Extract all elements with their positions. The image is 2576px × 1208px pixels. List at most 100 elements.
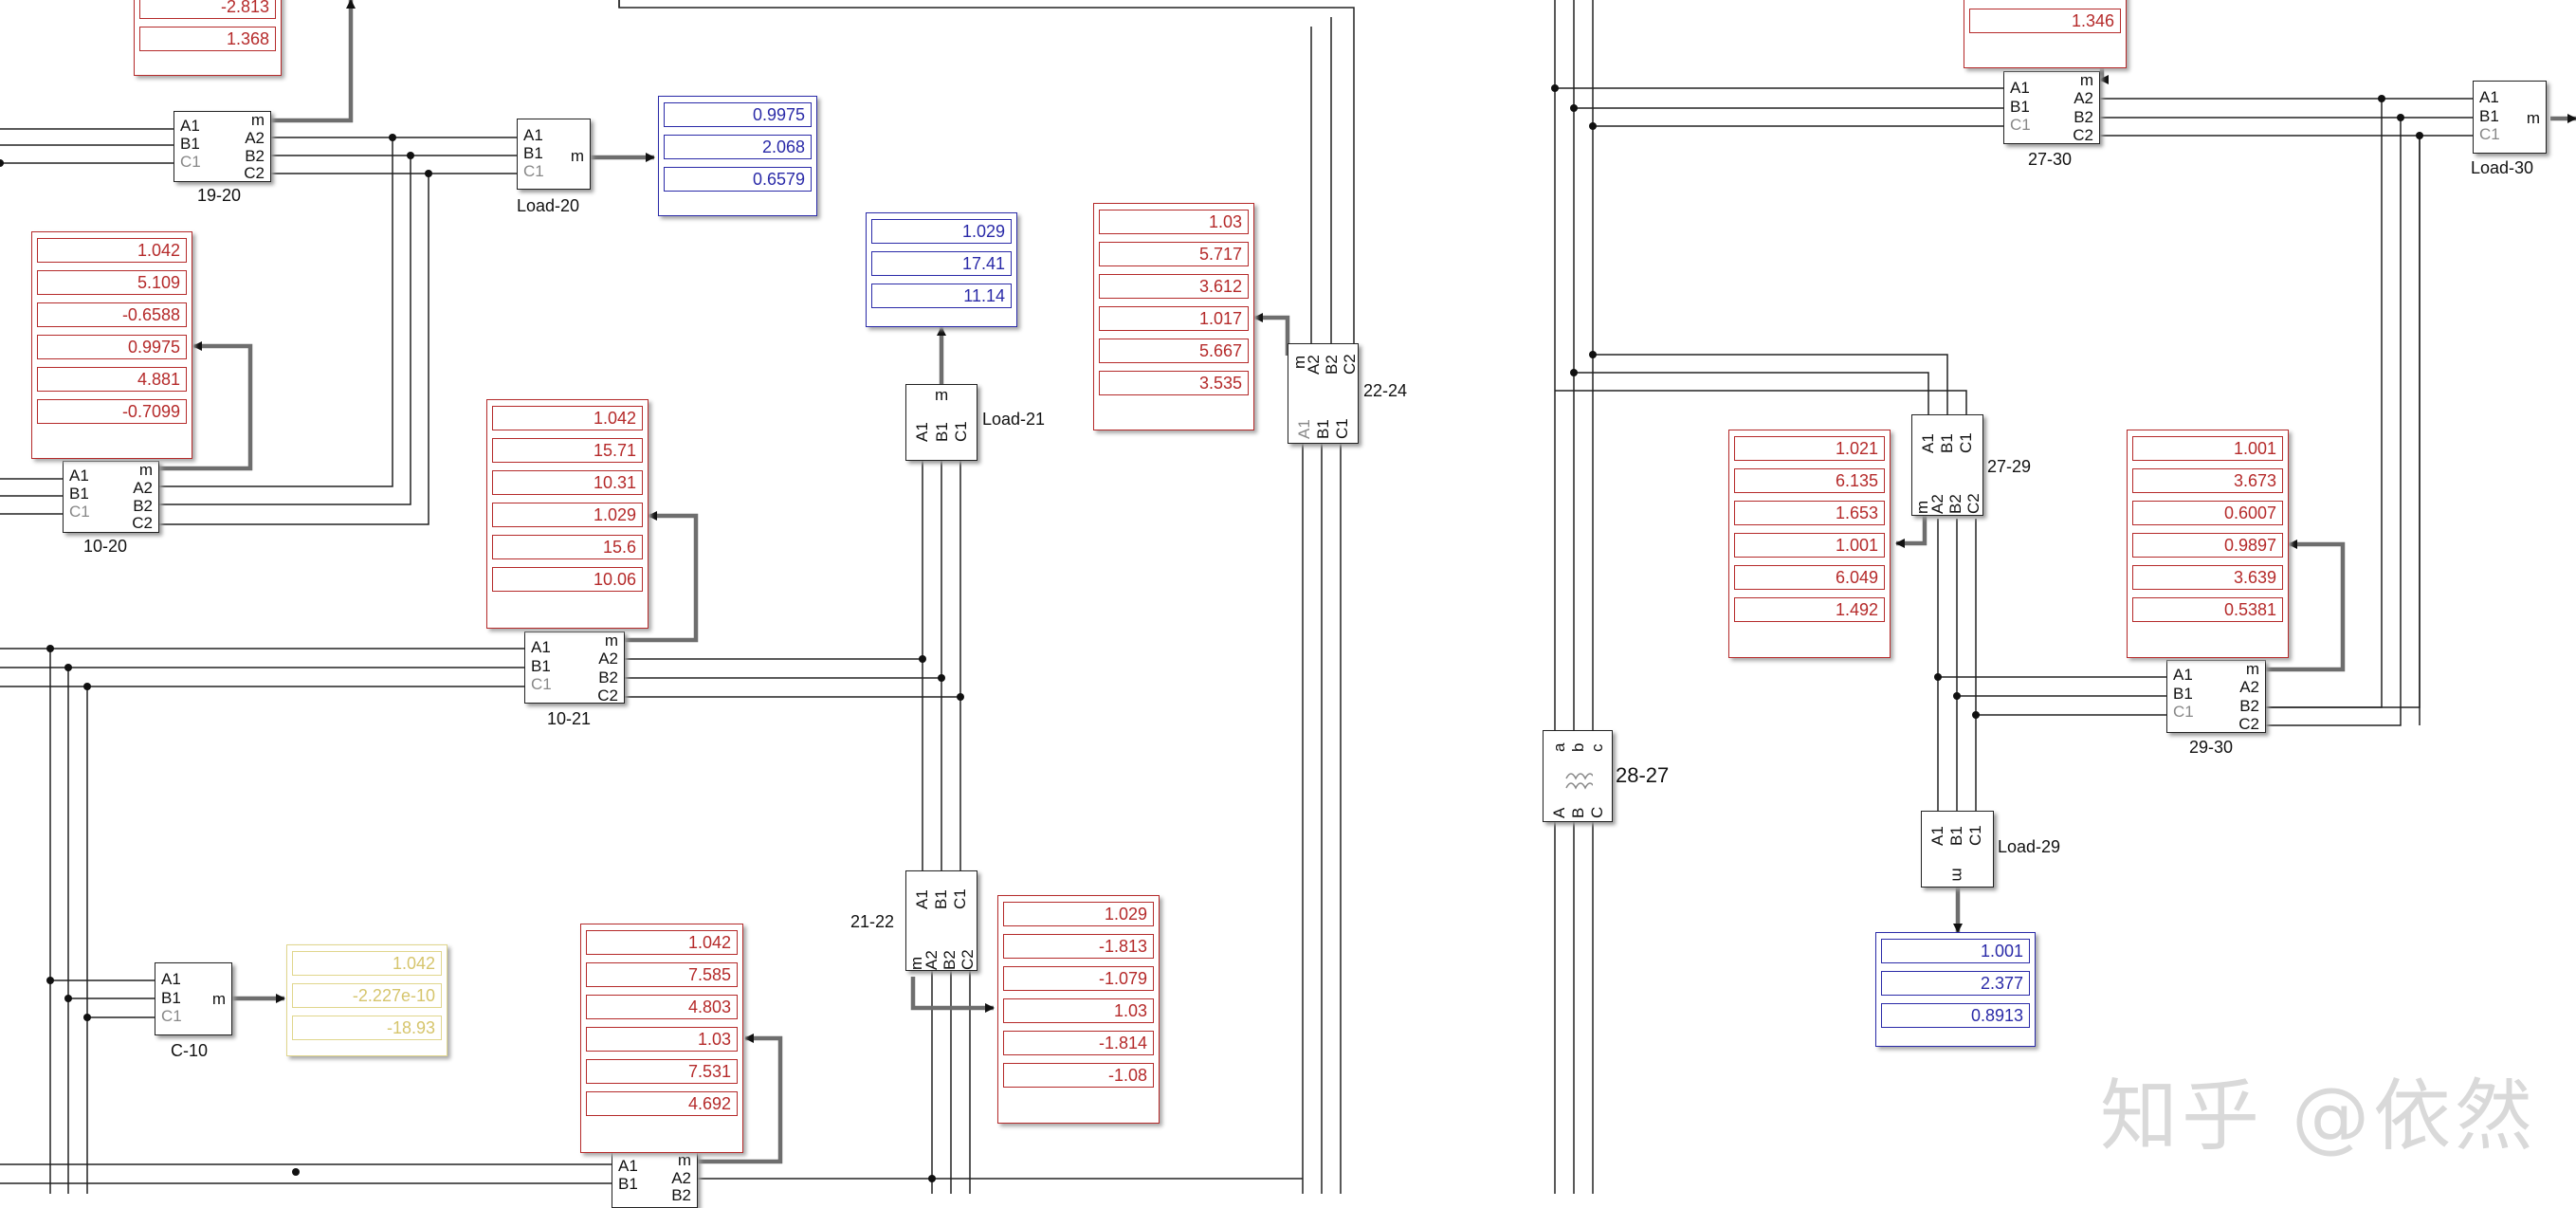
display-value: 2.377 [1881,971,2030,996]
port-b1-label: B1 [2173,685,2193,703]
port-c1-label: C1 [523,162,544,180]
port-b1-label: B1 [618,1175,638,1193]
breaker-block-22-24[interactable]: m A2 B2 C2 A1 B1 C1 [1288,343,1359,444]
port-c1-label: C1 [2173,703,2194,721]
port-c1-label: C1 [1957,432,1975,453]
port-b1-label: B1 [932,889,950,909]
display-value: 7.531 [586,1059,738,1084]
port-c2-label: C2 [132,514,153,532]
port-a2-label: A2 [245,129,265,147]
block-label-load-29: Load-29 [1998,837,2061,856]
port-b2-label: B2 [1946,494,1964,514]
display-bottom: 1.042 7.585 4.803 1.03 7.531 4.692 [580,924,743,1153]
port-c1-label: C1 [69,503,90,521]
load-block-20[interactable]: A1 B1 C1 m [517,119,591,190]
display-value: 5.717 [1099,242,1249,266]
display-value: -0.6588 [37,302,187,327]
display-value: 3.673 [2132,468,2283,493]
display-value: 1.492 [1734,597,1885,622]
display-value: 0.9975 [37,335,187,359]
block-label-29-30: 29-30 [2189,738,2234,757]
display-value: 0.6579 [664,167,812,192]
load-block-29[interactable]: A1 B1 C1 m [1921,811,1994,888]
display-value: -1.814 [1003,1031,1154,1055]
display-value: 4.881 [37,367,187,392]
port-a1-label: A1 [913,422,931,442]
block-label-28-27: 28-27 [1616,763,1670,787]
display-10-21: 1.042 15.71 10.31 1.029 15.6 10.06 [486,399,649,629]
display-21-22: 1.029 -1.813 -1.079 1.03 -1.814 -1.08 [997,895,1160,1124]
display-value: -18.93 [292,1016,442,1040]
capacitor-block-c-10[interactable]: A1 B1 C1 m [155,962,232,1035]
block-label-10-21: 10-21 [547,709,592,728]
display-value: 1.029 [1003,902,1154,926]
display-10-20: 1.042 5.109 -0.6588 0.9975 4.881 -0.7099 [31,231,192,459]
port-m-label: m [2079,71,2093,89]
display-value: 5.667 [1099,339,1249,363]
block-label-27-30: 27-30 [2028,150,2073,169]
port-c2-label: C2 [2238,715,2259,733]
load-block-30[interactable]: A1 B1 C1 m [2473,81,2547,154]
display-value: 0.9975 [664,102,812,127]
port-c1-label: C1 [951,888,969,909]
display-value: -1.813 [1003,934,1154,959]
breaker-block-21-22[interactable]: A1 B1 C1 m A2 B2 C2 [905,870,977,971]
display-value: 1.042 [586,930,738,955]
port-a1-label: A1 [2010,79,2030,97]
breaker-block-19-20[interactable]: A1 B1 C1 m A2 B2 C2 [174,111,271,182]
port-m-label: m [935,386,949,404]
display-value: 1.03 [586,1027,738,1052]
display-value: 1.368 [139,27,276,51]
block-label-19-20: 19-20 [197,186,242,205]
display-27-30: 1.346 [1964,0,2127,68]
display-value: 1.042 [37,238,187,263]
port-b2-label: B2 [2239,697,2259,715]
port-b-lower-label: b [1569,742,1587,752]
display-22-24: 1.03 5.717 3.612 1.017 5.667 3.535 [1093,203,1254,430]
display-value: -2.227e-10 [292,983,442,1008]
port-a1-label: A1 [161,970,181,988]
transformer-block-28-27[interactable]: A B C a b c [1543,730,1613,822]
port-b1-label: B1 [523,144,543,162]
port-b2-label: B2 [133,497,153,515]
port-c1-label: C1 [1333,418,1351,439]
port-c2-label: C2 [1341,354,1359,375]
display-value: 1.346 [1969,9,2121,33]
port-b1-label: B1 [180,135,200,153]
breaker-block-27-30[interactable]: A1 B1 C1 m A2 B2 C2 [2003,71,2100,144]
display-value: 3.612 [1099,274,1249,299]
display-value: 4.803 [586,995,738,1019]
port-a1-label: A1 [913,889,931,909]
transformer-coil-icon [1565,773,1593,790]
display-value: 10.06 [492,567,643,592]
breaker-block-10-21[interactable]: A1 B1 C1 m A2 B2 C2 [524,631,625,704]
port-a2-label: A2 [2239,678,2259,696]
breaker-block-bottom[interactable]: A1 B1 m A2 B2 [612,1151,698,1208]
port-b2-label: B2 [941,950,959,970]
port-c1-label: C1 [531,675,552,693]
watermark: 知乎 @依然 [2100,1071,2537,1162]
port-a1-label: A1 [69,467,89,485]
display-load-21: 1.029 17.41 11.14 [866,212,1017,327]
breaker-block-29-30[interactable]: A1 B1 C1 m A2 B2 C2 [2166,660,2266,733]
display-value: 10.31 [492,470,643,495]
port-a1-label: A1 [1919,433,1937,453]
display-value: -1.08 [1003,1063,1154,1088]
port-c-lower-label: c [1588,743,1606,753]
port-c1-label: C1 [2010,116,2031,134]
port-b1-label: B1 [531,657,551,675]
display-value: 17.41 [871,251,1012,276]
breaker-block-27-29[interactable]: A1 B1 C1 m A2 B2 C2 [1911,414,1983,516]
load-block-21[interactable]: m A1 B1 C1 [905,384,977,461]
display-top-left: -2.813 1.368 [134,0,282,76]
port-m-label: m [2245,660,2259,678]
display-value: -0.7099 [37,399,187,424]
block-label-c-10: C-10 [171,1041,209,1060]
port-a1-label: A1 [1295,419,1313,439]
display-value: 1.017 [1099,306,1249,331]
breaker-block-10-20[interactable]: A1 B1 C1 m A2 B2 C2 [63,461,159,533]
block-label-load-21: Load-21 [982,410,1046,429]
port-a1-label: A1 [1928,826,1946,846]
display-value: 1.001 [1734,533,1885,558]
